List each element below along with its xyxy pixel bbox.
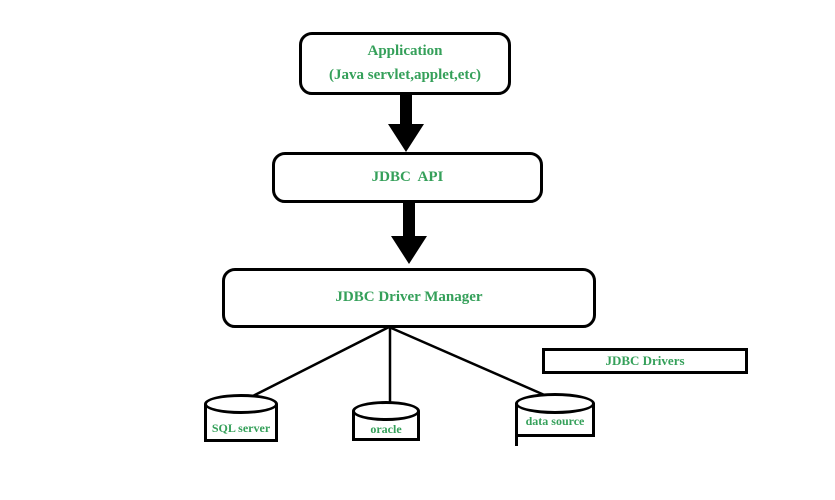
- jdbc-drivers-box: JDBC Drivers: [542, 348, 748, 374]
- arrow-shaft: [403, 203, 415, 237]
- application-label-line1: Application: [367, 43, 443, 60]
- jdbc-driver-manager-label: JDBC Driver Manager: [335, 289, 483, 306]
- data-source-label: data source: [525, 413, 585, 428]
- database-cylinder-oracle: oracle: [352, 401, 420, 441]
- arrow-head-icon: [388, 124, 424, 152]
- database-cylinder-data-source: data source: [515, 393, 595, 446]
- jdbc-driver-manager-box: JDBC Driver Manager: [222, 268, 596, 328]
- arrow-shaft: [400, 95, 412, 125]
- jdbc-drivers-label: JDBC Drivers: [605, 353, 685, 369]
- connector-line-data-source: [388, 325, 550, 399]
- cylinder-left-tail: [515, 437, 518, 446]
- jdbc-api-label: JDBC API: [371, 168, 444, 185]
- oracle-label: oracle: [370, 421, 402, 436]
- application-box: Application (Java servlet,applet,etc): [299, 32, 511, 95]
- cylinder-top-ellipse: [204, 394, 278, 414]
- jdbc-api-box: JDBC API: [272, 152, 543, 203]
- sql-server-label: SQL server: [211, 420, 271, 435]
- database-cylinder-sql-server: SQL server: [204, 394, 278, 442]
- connector-line-sql-server: [246, 325, 390, 401]
- arrow-head-icon: [391, 236, 427, 264]
- application-label-line2: (Java servlet,applet,etc): [328, 66, 482, 83]
- cylinder-top-ellipse: [352, 401, 420, 421]
- cylinder-top-ellipse: [515, 393, 595, 414]
